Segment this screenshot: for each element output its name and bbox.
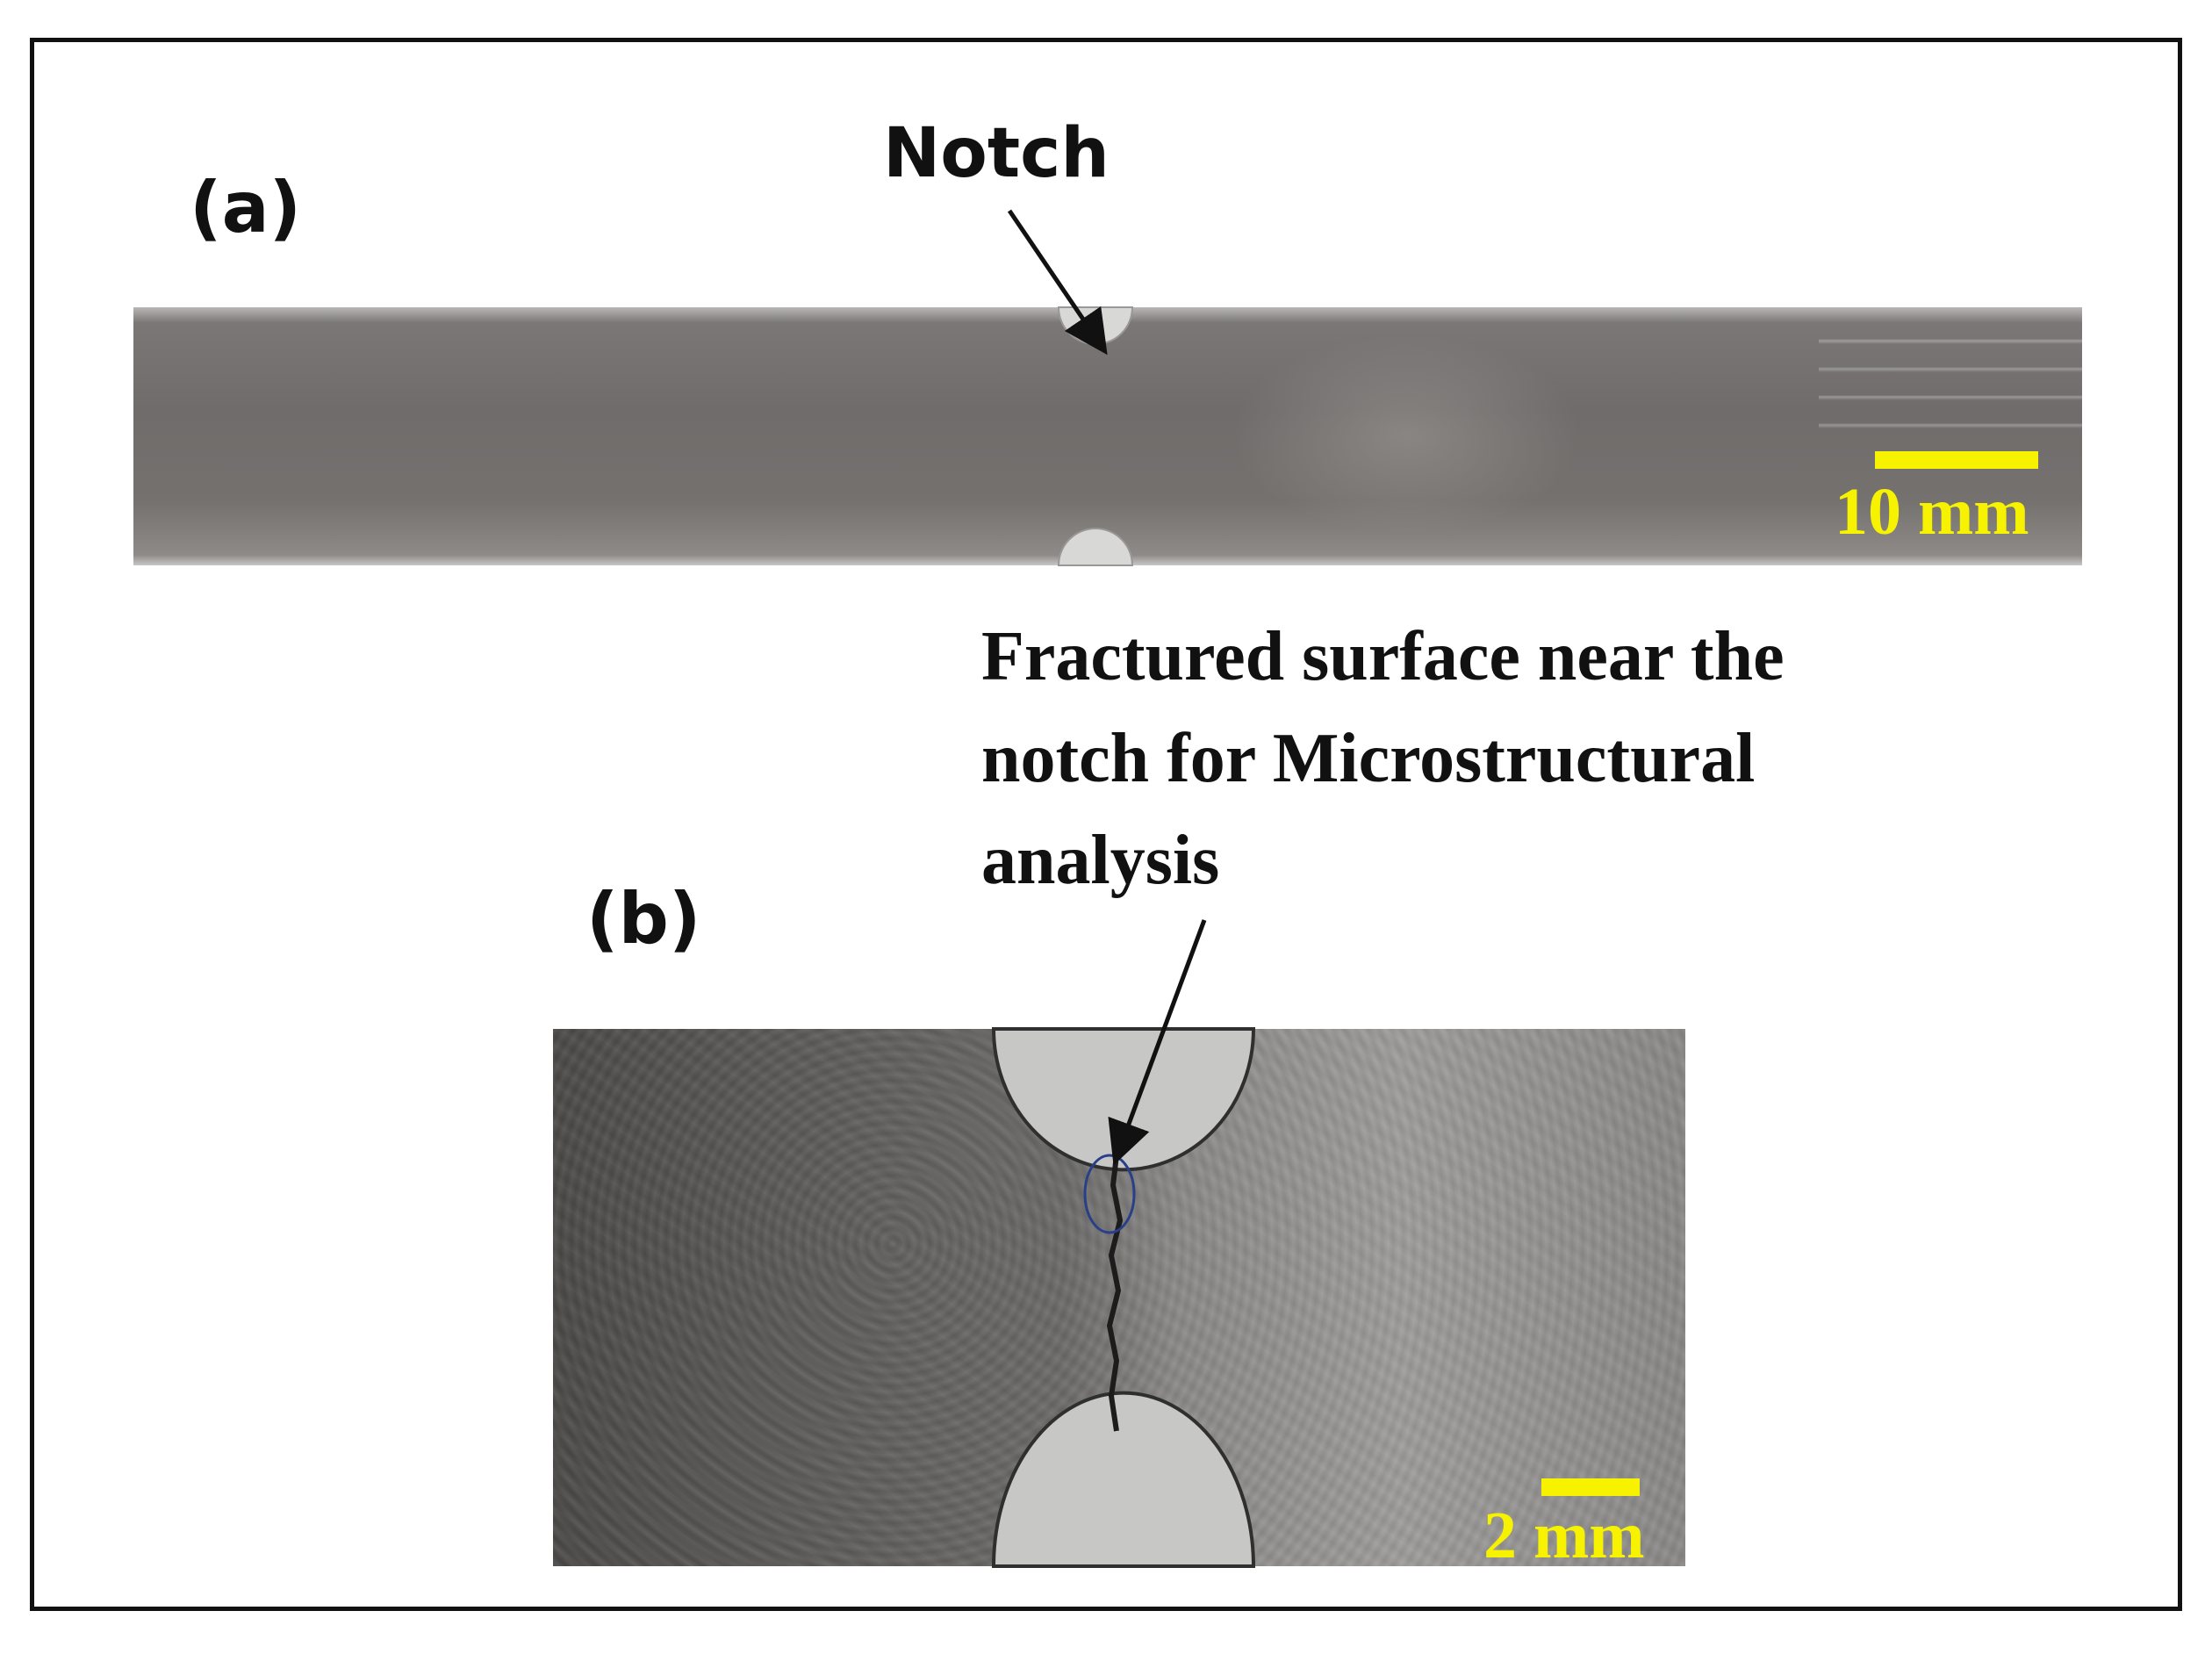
upper-notch-magnified xyxy=(991,1027,1256,1172)
fracture-annotation-line-1: Fractured surface near the xyxy=(981,618,1785,695)
fracture-annotation: Fractured surface near the notch for Mic… xyxy=(981,606,2105,911)
scale-label-b: 2 mm xyxy=(1483,1499,1645,1572)
grip-marks xyxy=(1819,316,2082,448)
specimen-photo-a xyxy=(133,307,2082,565)
scale-bar-a xyxy=(1875,451,2038,469)
notch-arrow xyxy=(1007,209,1108,356)
scale-label-a: 10 mm xyxy=(1835,475,2029,549)
notch-label: Notch xyxy=(883,114,1110,193)
scale-bar-b xyxy=(1541,1478,1640,1496)
lower-notch-magnified xyxy=(991,1391,1256,1568)
panel-b-label: (b) xyxy=(586,878,701,960)
fracture-crack xyxy=(1106,1154,1124,1432)
fracture-annotation-line-3: analysis xyxy=(981,822,1220,899)
fracture-annotation-line-2: notch for Microstructural xyxy=(981,720,1756,797)
figure-frame xyxy=(30,38,2182,1611)
surface-sheen xyxy=(1231,334,1582,536)
lower-notch xyxy=(1057,528,1134,566)
panel-a-label: (a) xyxy=(190,167,302,248)
fracture-arrow xyxy=(1108,919,1207,1166)
